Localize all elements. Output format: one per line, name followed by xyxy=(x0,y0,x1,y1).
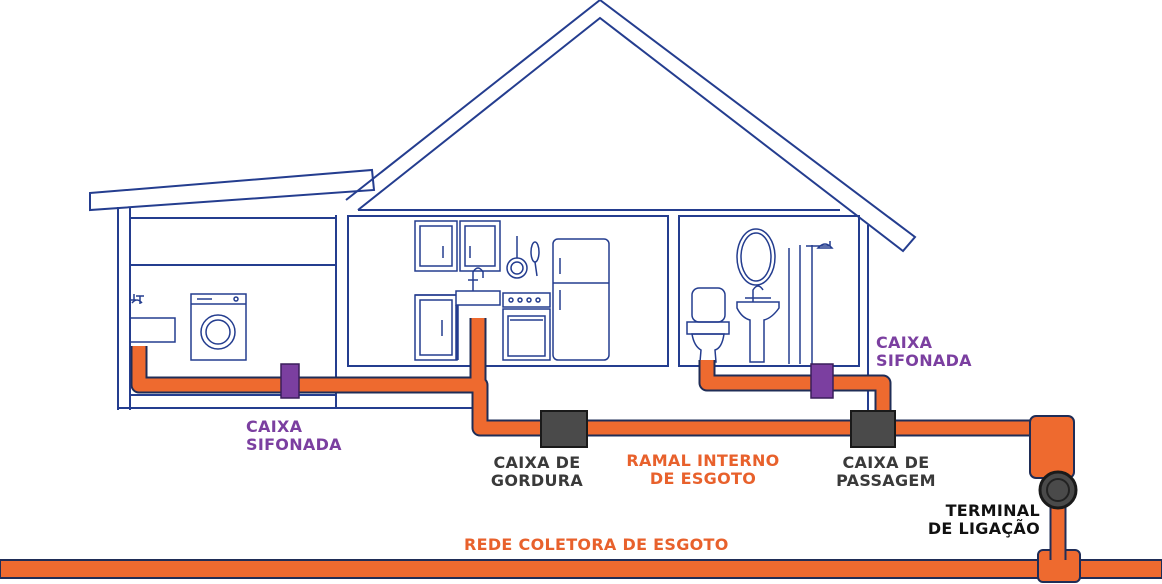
laundry-sink-icon xyxy=(130,294,176,343)
passage-box xyxy=(850,410,896,448)
bathroom-sink-icon xyxy=(736,285,780,363)
mirror-icon xyxy=(736,228,776,286)
shower-icon xyxy=(788,241,834,364)
grease-box-label-line2: GORDURA xyxy=(490,471,584,490)
terminal-label: TERMINAL DE LIGAÇÃO xyxy=(920,502,1040,538)
terminal-label-line2: DE LIGAÇÃO xyxy=(927,519,1040,538)
laundry-trap-label: CAIXA SIFONADA xyxy=(246,418,342,454)
terminal-label-line1: TERMINAL xyxy=(945,501,1040,520)
stove-icon xyxy=(502,292,551,361)
laundry-trap-label-line1: CAIXA xyxy=(246,417,303,436)
laundry-trap-box xyxy=(280,363,300,399)
passage-box-label: CAIXA DE PASSAGEM xyxy=(826,454,946,490)
refrigerator-icon xyxy=(552,238,610,361)
washing-machine-icon xyxy=(190,293,247,361)
laundry-trap-label-line2: SIFONADA xyxy=(246,435,342,454)
kitchen-cabinets-icon xyxy=(414,220,501,361)
bathroom-trap-box xyxy=(810,363,834,399)
bathroom-trap-label: CAIXA SIFONADA xyxy=(876,334,972,370)
collector-pipe xyxy=(0,549,1162,583)
toilet-icon xyxy=(686,287,730,363)
terminal-connection-icon xyxy=(1029,415,1078,510)
grease-box xyxy=(540,410,588,448)
grease-box-label: CAIXA DE GORDURA xyxy=(482,454,592,490)
bathroom-trap-label-line2: SIFONADA xyxy=(876,351,972,370)
collector-label: REDE COLETORA DE ESGOTO xyxy=(464,535,729,554)
grease-box-label-line1: CAIXA DE xyxy=(493,453,581,472)
internal-branch-label-line1: RAMAL INTERNO xyxy=(626,451,780,470)
bathroom-trap-label-line1: CAIXA xyxy=(876,333,933,352)
frying-pan-icon xyxy=(506,236,540,279)
internal-branch-label: RAMAL INTERNO DE ESGOTO xyxy=(618,452,788,488)
kitchen-sink-icon xyxy=(455,267,501,360)
passage-box-label-line1: CAIXA DE xyxy=(842,453,930,472)
passage-box-label-line2: PASSAGEM xyxy=(836,471,936,490)
internal-branch-label-line2: DE ESGOTO xyxy=(649,469,757,488)
